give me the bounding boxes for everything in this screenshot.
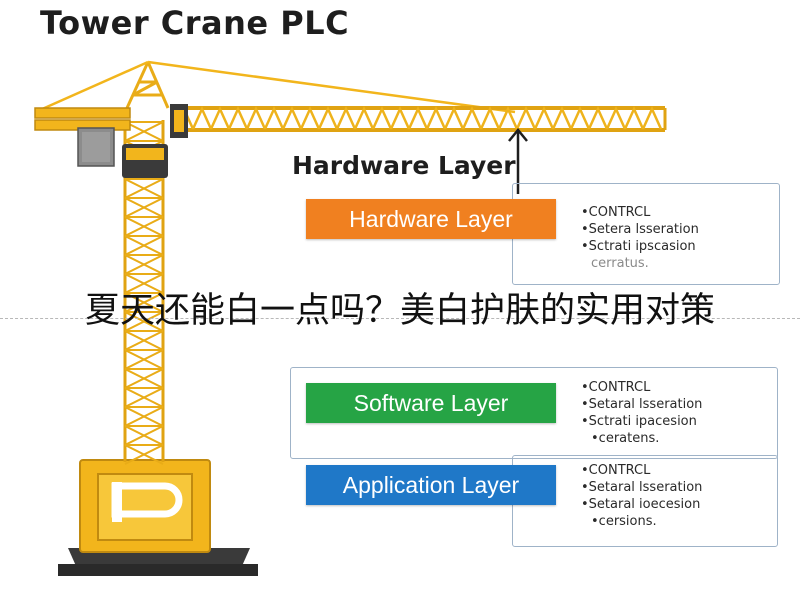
- crane-operator-cab: [122, 104, 188, 178]
- hardware-layer-heading: Hardware Layer: [292, 151, 516, 180]
- note-item: CONTRCL: [581, 462, 702, 479]
- dashed-divider: [0, 318, 800, 319]
- crane-counter-jib: [34, 107, 131, 167]
- software-layer-button: Software Layer: [306, 383, 556, 423]
- note-item: Sctrati ipacesion: [581, 413, 702, 430]
- note-item-faded: cersions.: [581, 513, 702, 530]
- note-item: Setaral lsseration: [581, 396, 703, 413]
- note-item: Sctrati ipscasion: [581, 238, 699, 255]
- note-item-faded: ceratens.: [581, 430, 702, 447]
- application-layer-notes: CONTRCL Setaral lsseration Setaral ioece…: [581, 462, 703, 530]
- crane-base: [58, 459, 258, 576]
- hardware-layer-button: Hardware Layer: [306, 199, 556, 239]
- note-item: CONTRCL: [581, 379, 702, 396]
- page-title: Tower Crane PLC: [40, 4, 350, 42]
- crane-apex: [125, 61, 170, 109]
- note-item: Setaral lsseration: [581, 479, 703, 496]
- crane-tie-lines: [39, 60, 516, 114]
- software-panel: [290, 367, 778, 459]
- application-layer-button: Application Layer: [306, 465, 556, 505]
- note-item: Setera lsseration: [581, 221, 699, 238]
- note-item-faded: cerratus.: [591, 256, 649, 271]
- note-item: Setaral ioecesion: [581, 496, 702, 513]
- software-layer-notes: CONTRCL Setaral lsseration Sctrati ipace…: [581, 379, 703, 447]
- overlay-caption: 夏天还能白一点吗？美白护肤的实用对策: [84, 290, 715, 331]
- note-item: CONTRCL: [581, 204, 699, 221]
- hardware-layer-notes: CONTRCL Setera lsseration Sctrati ipscas…: [581, 204, 699, 272]
- crane-main-jib: [170, 105, 667, 132]
